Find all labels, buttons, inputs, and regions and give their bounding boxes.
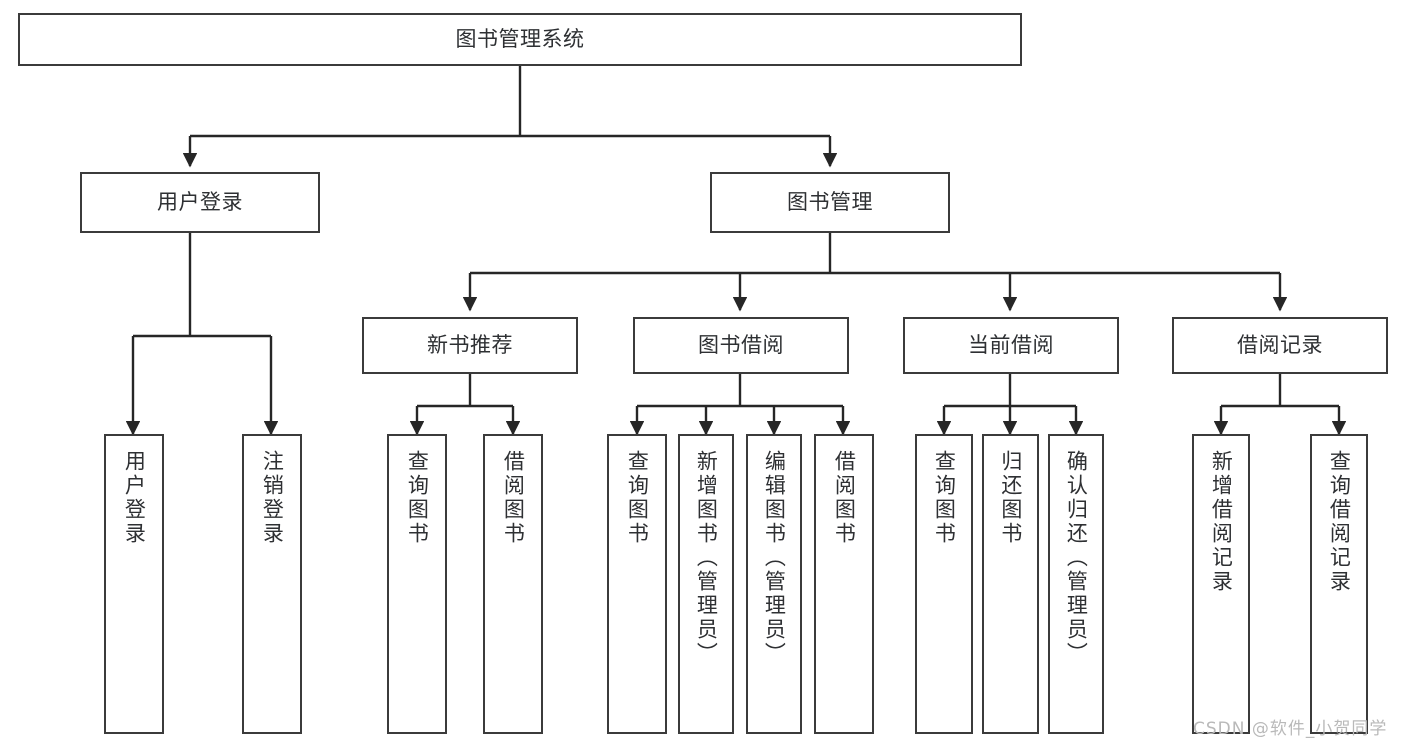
node-leaf-borrow-books-1-label: 借阅图书 — [501, 450, 526, 546]
node-borrow-record[interactable]: 借阅记录 — [1172, 317, 1388, 374]
node-root-label: 图书管理系统 — [455, 27, 585, 52]
node-leaf-add-book-admin-label: 新增图书（管理员） — [694, 450, 719, 666]
node-leaf-query-books-3[interactable]: 查询图书 — [915, 434, 973, 734]
node-leaf-add-book-admin[interactable]: 新增图书（管理员） — [678, 434, 734, 734]
node-leaf-query-books-2[interactable]: 查询图书 — [607, 434, 667, 734]
node-leaf-logout-login[interactable]: 注销登录 — [242, 434, 302, 734]
node-leaf-user-login[interactable]: 用户登录 — [104, 434, 164, 734]
node-leaf-query-books-3-label: 查询图书 — [932, 450, 957, 546]
node-leaf-query-borrow-record-label: 查询借阅记录 — [1327, 450, 1352, 594]
node-user-login[interactable]: 用户登录 — [80, 172, 320, 233]
node-user-login-label: 用户登录 — [157, 190, 243, 215]
node-leaf-logout-login-label: 注销登录 — [260, 450, 285, 546]
node-book-borrow-label: 图书借阅 — [698, 333, 784, 358]
node-book-management-label: 图书管理 — [787, 190, 873, 215]
node-leaf-confirm-return-admin[interactable]: 确认归还（管理员） — [1048, 434, 1104, 734]
node-leaf-query-books-2-label: 查询图书 — [625, 450, 650, 546]
node-leaf-return-books-label: 归还图书 — [998, 450, 1023, 546]
node-leaf-edit-book-admin[interactable]: 编辑图书（管理员） — [746, 434, 802, 734]
node-leaf-borrow-books-2-label: 借阅图书 — [832, 450, 857, 546]
node-leaf-query-books-1-label: 查询图书 — [405, 450, 430, 546]
node-leaf-add-borrow-record-label: 新增借阅记录 — [1209, 450, 1234, 594]
node-new-book-recommend-label: 新书推荐 — [427, 333, 513, 358]
node-leaf-borrow-books-2[interactable]: 借阅图书 — [814, 434, 874, 734]
node-leaf-edit-book-admin-label: 编辑图书（管理员） — [762, 450, 787, 666]
node-leaf-return-books[interactable]: 归还图书 — [982, 434, 1039, 734]
node-leaf-query-borrow-record[interactable]: 查询借阅记录 — [1310, 434, 1368, 734]
node-root[interactable]: 图书管理系统 — [18, 13, 1022, 66]
node-leaf-confirm-return-admin-label: 确认归还（管理员） — [1064, 450, 1089, 666]
node-new-book-recommend[interactable]: 新书推荐 — [362, 317, 578, 374]
node-book-borrow[interactable]: 图书借阅 — [633, 317, 849, 374]
node-current-borrow-label: 当前借阅 — [968, 333, 1054, 358]
node-current-borrow[interactable]: 当前借阅 — [903, 317, 1119, 374]
node-leaf-user-login-label: 用户登录 — [122, 450, 147, 546]
node-borrow-record-label: 借阅记录 — [1237, 333, 1323, 358]
node-leaf-add-borrow-record[interactable]: 新增借阅记录 — [1192, 434, 1250, 734]
node-leaf-borrow-books-1[interactable]: 借阅图书 — [483, 434, 543, 734]
node-book-management[interactable]: 图书管理 — [710, 172, 950, 233]
node-leaf-query-books-1[interactable]: 查询图书 — [387, 434, 447, 734]
